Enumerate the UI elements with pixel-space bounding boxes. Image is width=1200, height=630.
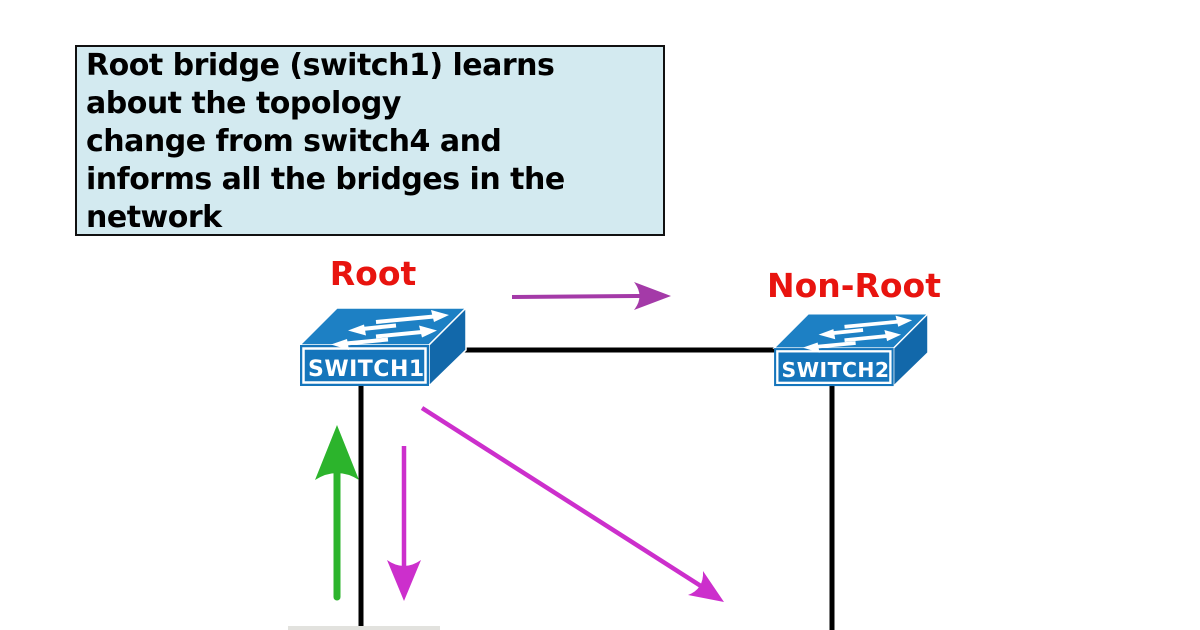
note-line: about the topology <box>86 86 401 121</box>
arrow-diagonal-magenta <box>420 406 724 602</box>
note-line: informs all the bridges in the <box>86 162 565 197</box>
switch-traffic-arrows-icon <box>331 310 449 350</box>
switch-traffic-arrows-icon <box>802 315 913 353</box>
switch1-network-switch-icon: SWITCH1 <box>298 306 468 387</box>
switch-label: SWITCH2 <box>781 358 889 382</box>
switch2-network-switch-icon: SWITCH2 <box>772 312 930 387</box>
cutoff-object-bottom <box>288 626 440 630</box>
nonroot-role-label: Non-Root <box>766 266 941 305</box>
note-line: Root bridge (switch1) learns <box>86 48 555 83</box>
arrow-right-purple <box>511 282 671 310</box>
note-line: network <box>86 200 222 235</box>
switch-side-face <box>892 312 929 387</box>
note-box: Root bridge (switch1) learns about the t… <box>75 45 665 236</box>
note-line: change from switch4 and <box>86 124 502 159</box>
arrow-down-magenta <box>387 446 421 601</box>
switch-front-face <box>300 345 429 386</box>
arrow-up-green <box>315 425 359 601</box>
switch-front-face <box>774 348 894 387</box>
root-role-label: Root <box>329 254 417 293</box>
switch-label: SWITCH1 <box>308 357 425 382</box>
